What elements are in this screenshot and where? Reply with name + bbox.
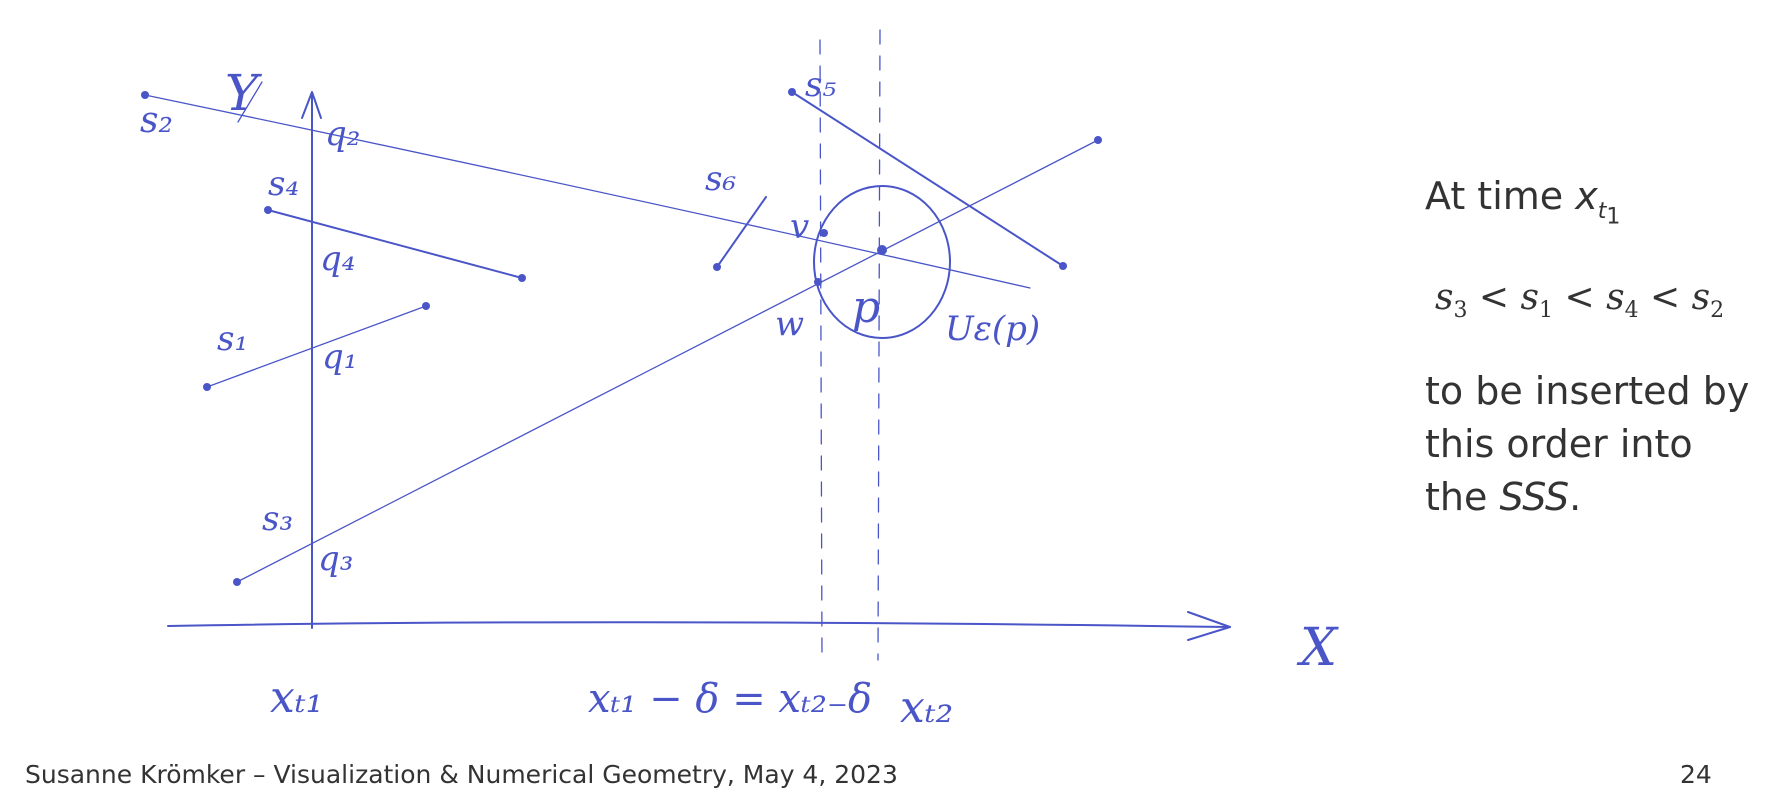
order-s1-sub: 1	[1539, 297, 1554, 323]
segment-s2	[144, 94, 1031, 289]
page-number: 24	[1680, 760, 1712, 789]
y-label-mark	[237, 81, 263, 123]
slide-footer: Susanne Krömker – Visualization & Numeri…	[25, 760, 898, 789]
sweep-line-t2	[877, 29, 881, 661]
sidebar-text: At time xt1 s3 < s1 < s4 < s2 to be inse…	[1425, 170, 1770, 524]
label-s2: s₂	[140, 100, 173, 141]
time-line: At time xt1	[1425, 170, 1770, 233]
insert-text-line-2: this order into	[1425, 421, 1693, 466]
segment-s5	[791, 91, 1064, 267]
y-axis-arrowhead	[301, 91, 322, 119]
insert-text-prefix: the	[1425, 475, 1500, 520]
s1-endpoint	[422, 302, 430, 310]
segment-order: s3 < s1 < s4 < s2	[1435, 273, 1770, 327]
label-neighborhood: Uε(p)	[945, 309, 1040, 349]
label-w: w	[775, 304, 804, 344]
order-sep: <	[1553, 276, 1607, 318]
s5-endpoint	[788, 88, 796, 96]
sss-term: SSS	[1499, 475, 1570, 520]
segment-s3	[236, 139, 1099, 583]
point-v	[820, 229, 828, 237]
label-q1: q₁	[322, 337, 357, 377]
label-q2: q₂	[325, 114, 360, 154]
label-q4: q₄	[320, 239, 355, 279]
x-axis	[167, 621, 1231, 628]
label-s3: s₃	[262, 499, 293, 539]
s3-endpoint	[1094, 136, 1102, 144]
s4-endpoint	[264, 206, 272, 214]
order-s2: s	[1691, 276, 1711, 318]
time-variable: x	[1575, 174, 1598, 218]
s5-endpoint	[1059, 262, 1067, 270]
order-s1: s	[1520, 276, 1540, 318]
sweep-line-t1-minus-delta	[819, 39, 823, 661]
point-w	[814, 278, 822, 286]
order-sep: <	[1638, 276, 1692, 318]
x-axis-arrowhead	[1187, 611, 1231, 641]
insert-text-line-3: the SSS.	[1425, 471, 1770, 524]
order-sep: <	[1467, 276, 1521, 318]
order-s4-sub: 4	[1624, 297, 1639, 323]
label-y-axis: Y	[225, 64, 262, 122]
label-v: v	[790, 207, 809, 247]
order-s3-sub: 3	[1453, 297, 1468, 323]
label-q3: q₃	[318, 539, 353, 579]
insert-text-suffix: .	[1569, 475, 1582, 520]
segment-s4	[267, 209, 523, 279]
label-x-t2: xₜ₂	[900, 682, 953, 733]
label-s4: s₄	[268, 164, 299, 204]
label-x-axis: X	[1296, 618, 1339, 678]
label-x-t1: xₜ₁	[270, 672, 323, 723]
point-p	[877, 245, 887, 255]
s4-endpoint	[518, 274, 526, 282]
label-x-t1-minus-delta: xₜ₁ − δ = xₜ₂₋δ	[588, 676, 872, 722]
order-s2-sub: 2	[1710, 297, 1725, 323]
segment-s1	[206, 305, 427, 388]
segment-s6	[716, 196, 767, 268]
label-p: p	[852, 282, 880, 333]
label-s5: s₅	[805, 65, 836, 105]
insert-text-line-1: to be inserted by	[1425, 368, 1750, 413]
s3-endpoint	[233, 578, 241, 586]
time-prefix: At time	[1425, 174, 1576, 218]
neighborhood-circle	[813, 185, 951, 339]
label-s1: s₁	[217, 319, 248, 359]
s6-endpoint	[713, 263, 721, 271]
label-s6: s₆	[705, 159, 736, 199]
order-s3: s	[1435, 276, 1454, 318]
s1-endpoint	[203, 383, 211, 391]
time-subscript: t1	[1597, 198, 1621, 229]
order-s4: s	[1606, 276, 1625, 318]
s2-endpoint	[141, 91, 149, 99]
